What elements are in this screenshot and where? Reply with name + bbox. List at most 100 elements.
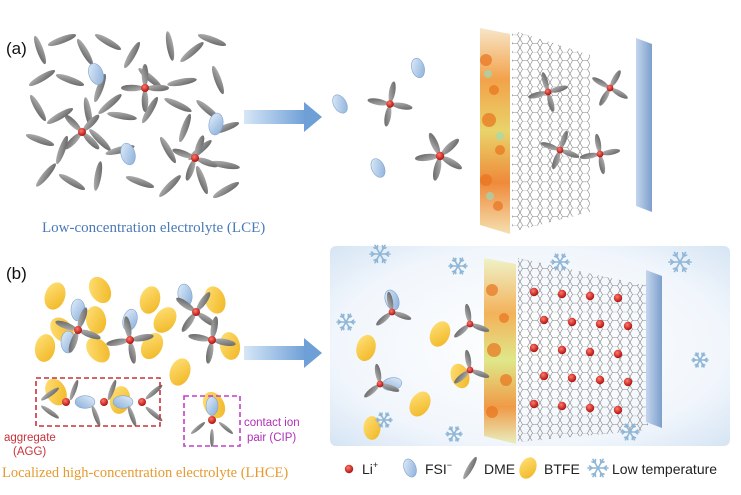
snowflake-branch bbox=[448, 428, 453, 431]
snowflake-arm bbox=[345, 321, 352, 331]
li-ion bbox=[192, 308, 200, 316]
snowflake-arm bbox=[379, 244, 386, 255]
solvation-dme bbox=[599, 89, 610, 106]
solvated-li bbox=[592, 70, 628, 106]
li-ion bbox=[62, 398, 70, 406]
dme-molecule bbox=[46, 107, 74, 125]
snowflake-branch bbox=[449, 265, 454, 269]
snowflake-branch bbox=[381, 244, 384, 250]
li-ion bbox=[613, 405, 623, 415]
snowflake-arm bbox=[457, 265, 464, 275]
snowflake-branch bbox=[551, 261, 556, 265]
solvation-dme bbox=[181, 313, 196, 332]
snowflake-icon bbox=[691, 352, 709, 368]
li-ion bbox=[613, 349, 623, 359]
snowflake-branch bbox=[694, 354, 699, 357]
snowflake-branch bbox=[347, 313, 350, 319]
snowflake-icon bbox=[620, 423, 640, 441]
snowflake-branch bbox=[378, 414, 383, 417]
solvation-dme bbox=[376, 312, 391, 326]
solvation-dme bbox=[141, 90, 149, 112]
snowflake-branch bbox=[347, 325, 353, 329]
snowflake-arm bbox=[340, 321, 347, 331]
snowflake-icon bbox=[668, 251, 692, 273]
snowflake-branch bbox=[459, 269, 465, 273]
panel-b bbox=[34, 244, 730, 447]
solvated-li bbox=[172, 135, 218, 181]
solvation-dme bbox=[386, 291, 394, 311]
dme-molecule bbox=[76, 38, 94, 66]
snowflake-branch bbox=[462, 263, 467, 267]
solvated-li bbox=[376, 291, 412, 326]
snowflake-arm bbox=[592, 458, 599, 469]
fsi-anion bbox=[88, 63, 104, 85]
sei-patch bbox=[484, 70, 492, 78]
snowflake-arm bbox=[679, 261, 687, 273]
lce-arrow-head bbox=[304, 102, 322, 132]
solvation-dme bbox=[541, 72, 549, 91]
solvation-dme bbox=[147, 84, 169, 92]
snowflake-arm bbox=[629, 423, 636, 433]
solvated-li bbox=[579, 133, 621, 175]
btfe-diluent bbox=[140, 332, 164, 360]
snowflake-branch bbox=[446, 433, 451, 437]
snowflake-branch bbox=[669, 261, 675, 266]
snowflake-branch bbox=[455, 437, 460, 440]
li-ion bbox=[595, 375, 605, 385]
dme-molecule bbox=[218, 422, 234, 434]
snowflake-arm bbox=[629, 431, 636, 441]
dme-molecule bbox=[47, 34, 77, 46]
solvation-dme bbox=[441, 156, 462, 170]
dme-molecule bbox=[145, 406, 163, 422]
btfe-diluent bbox=[85, 306, 107, 334]
btfe-diluent bbox=[34, 334, 56, 362]
btfe-diluent bbox=[363, 416, 381, 440]
solvation-dme bbox=[528, 91, 547, 99]
legend-icons bbox=[344, 456, 609, 480]
li-ion bbox=[126, 336, 134, 344]
snowflake-arm bbox=[624, 423, 631, 433]
panel-b-caption: Localized high-concentration electrolyte… bbox=[2, 465, 288, 481]
li-ion bbox=[529, 343, 539, 353]
fsi-anion bbox=[208, 112, 224, 136]
li-ion bbox=[208, 416, 216, 424]
dme-molecule bbox=[167, 77, 197, 87]
sei-patch bbox=[480, 174, 492, 186]
solvation-dme bbox=[594, 133, 602, 153]
dme-molecule bbox=[141, 96, 159, 124]
li-ion bbox=[567, 317, 577, 327]
snowflake-branch bbox=[337, 321, 342, 325]
snowflake-arm bbox=[345, 313, 352, 323]
li-ion bbox=[138, 398, 146, 406]
sei-patch bbox=[489, 85, 499, 95]
dme-molecule bbox=[41, 387, 59, 401]
solvation-dme bbox=[384, 105, 392, 127]
btfe-diluent bbox=[169, 358, 191, 386]
solvation-dme bbox=[172, 148, 194, 159]
solvation-dme bbox=[579, 152, 599, 160]
li-ion bbox=[386, 100, 394, 108]
snowflake-arm bbox=[679, 251, 687, 263]
snowflake-arm bbox=[624, 431, 631, 441]
solvated-li bbox=[364, 363, 400, 398]
solvation-dme bbox=[454, 324, 469, 338]
dme-molecule bbox=[125, 176, 155, 188]
solvation-dme bbox=[433, 158, 442, 181]
sei-patch bbox=[486, 192, 494, 200]
sei-patch bbox=[496, 132, 504, 140]
solvation-dme bbox=[79, 329, 101, 340]
solvation-dme bbox=[464, 303, 472, 323]
snowflake-branch bbox=[564, 259, 569, 263]
li-ion bbox=[208, 336, 216, 344]
legend-fsi-label: FSI− bbox=[425, 460, 452, 477]
dme-molecule bbox=[34, 35, 46, 65]
lce-arrow-shaft bbox=[244, 110, 306, 124]
btfe-diluent bbox=[409, 391, 431, 417]
snowflake-branch bbox=[600, 472, 605, 476]
snowflake-arm bbox=[457, 257, 464, 267]
snowflake-branch bbox=[701, 363, 706, 366]
panel-a-label: (a) bbox=[6, 39, 27, 58]
li-ion bbox=[74, 326, 82, 334]
fsi-anion bbox=[74, 395, 96, 409]
snowflake-branch bbox=[376, 258, 379, 264]
